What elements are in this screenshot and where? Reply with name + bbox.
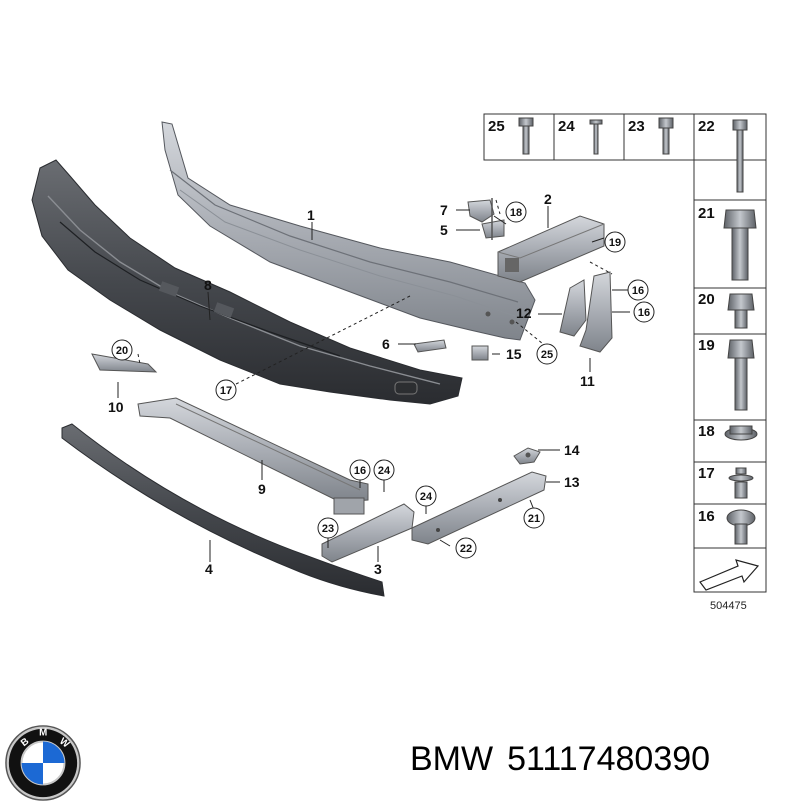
brand-name: BMW <box>410 740 494 778</box>
fastener-24-drawing <box>589 119 603 155</box>
svg-text:M: M <box>39 728 47 739</box>
part-4-trim-strip <box>61 423 385 597</box>
fastener-25-drawing <box>518 117 534 155</box>
leader-lines <box>117 206 630 562</box>
fastener-21-drawing <box>723 209 757 281</box>
table-label-22: 22 <box>698 118 715 135</box>
label-1: 1 <box>307 207 315 223</box>
label-7: 7 <box>440 202 448 218</box>
callout-23-text: 23 <box>322 523 334 535</box>
bmw-logo: B M W <box>5 725 81 801</box>
reference-number: 504475 <box>710 600 747 612</box>
table-label-16: 16 <box>698 508 715 525</box>
table-label-21: 21 <box>698 205 715 222</box>
fastener-22-drawing <box>732 119 748 193</box>
label-3: 3 <box>374 561 382 577</box>
direction-arrow-icon <box>699 559 760 591</box>
label-4: 4 <box>205 561 213 577</box>
table-label-20: 20 <box>698 291 715 308</box>
part-2-box <box>497 215 605 283</box>
callout-20: 20 <box>111 339 133 361</box>
callout-16b-text: 16 <box>638 307 650 319</box>
label-14: 14 <box>564 442 580 458</box>
part-10-bracket <box>91 353 158 373</box>
callout-17-text: 17 <box>220 385 232 397</box>
callout-18: 18 <box>505 201 527 223</box>
fastener-17-drawing <box>728 467 754 499</box>
table-label-18: 18 <box>698 423 715 440</box>
part-7-5-brackets <box>467 198 505 240</box>
fastener-23-drawing <box>658 117 674 155</box>
label-9: 9 <box>258 481 266 497</box>
part-14-clip <box>513 447 541 465</box>
label-13: 13 <box>564 474 580 490</box>
brand-part-number: BMW 51117480390 <box>410 740 724 779</box>
callout-16a: 16 <box>627 279 649 301</box>
callout-21-text: 21 <box>528 513 540 525</box>
callout-21: 21 <box>523 507 545 529</box>
callout-16c-text: 16 <box>354 465 366 477</box>
part-1-bumper-carrier <box>161 121 536 341</box>
table-label-19: 19 <box>698 337 715 354</box>
part-number: 51117480390 <box>507 740 711 778</box>
callout-20-text: 20 <box>116 345 128 357</box>
callout-22-text: 22 <box>460 543 472 555</box>
fastener-18-drawing <box>724 425 758 441</box>
callout-18-text: 18 <box>510 207 522 219</box>
label-5: 5 <box>440 222 448 238</box>
callout-25-text: 25 <box>541 349 553 361</box>
dashed-lines <box>137 199 613 385</box>
table-label-23: 23 <box>628 118 645 135</box>
label-6: 6 <box>382 336 390 352</box>
label-11: 11 <box>580 373 595 389</box>
label-2: 2 <box>544 191 552 207</box>
callout-25: 25 <box>536 343 558 365</box>
callout-19: 19 <box>604 231 626 253</box>
callout-24a-text: 24 <box>378 465 391 477</box>
callout-24b: 24 <box>415 485 437 507</box>
table-label-24: 24 <box>558 118 575 135</box>
fastener-16-drawing <box>726 509 756 545</box>
fastener-20-drawing <box>727 293 755 329</box>
callout-17: 17 <box>215 379 237 401</box>
part-6-15-clips <box>413 339 489 361</box>
callout-16c: 16 <box>349 459 371 481</box>
part-8-impact-absorber <box>31 159 463 405</box>
table-label-25: 25 <box>488 118 505 135</box>
label-10: 10 <box>108 399 124 415</box>
part-9-support-rail <box>137 397 369 503</box>
callout-24a: 24 <box>373 459 395 481</box>
callout-23: 23 <box>317 517 339 539</box>
part-11-12-brackets <box>559 271 613 353</box>
callout-24b-text: 24 <box>420 491 433 503</box>
part-13-rail <box>411 471 547 545</box>
label-15: 15 <box>506 346 522 362</box>
fastener-19-drawing <box>727 339 755 411</box>
callout-22: 22 <box>455 537 477 559</box>
label-8: 8 <box>204 277 212 293</box>
callout-16b: 16 <box>633 301 655 323</box>
callout-19-text: 19 <box>609 237 621 249</box>
table-label-17: 17 <box>698 465 715 482</box>
label-12: 12 <box>516 305 532 321</box>
callout-16a-text: 16 <box>632 285 644 297</box>
